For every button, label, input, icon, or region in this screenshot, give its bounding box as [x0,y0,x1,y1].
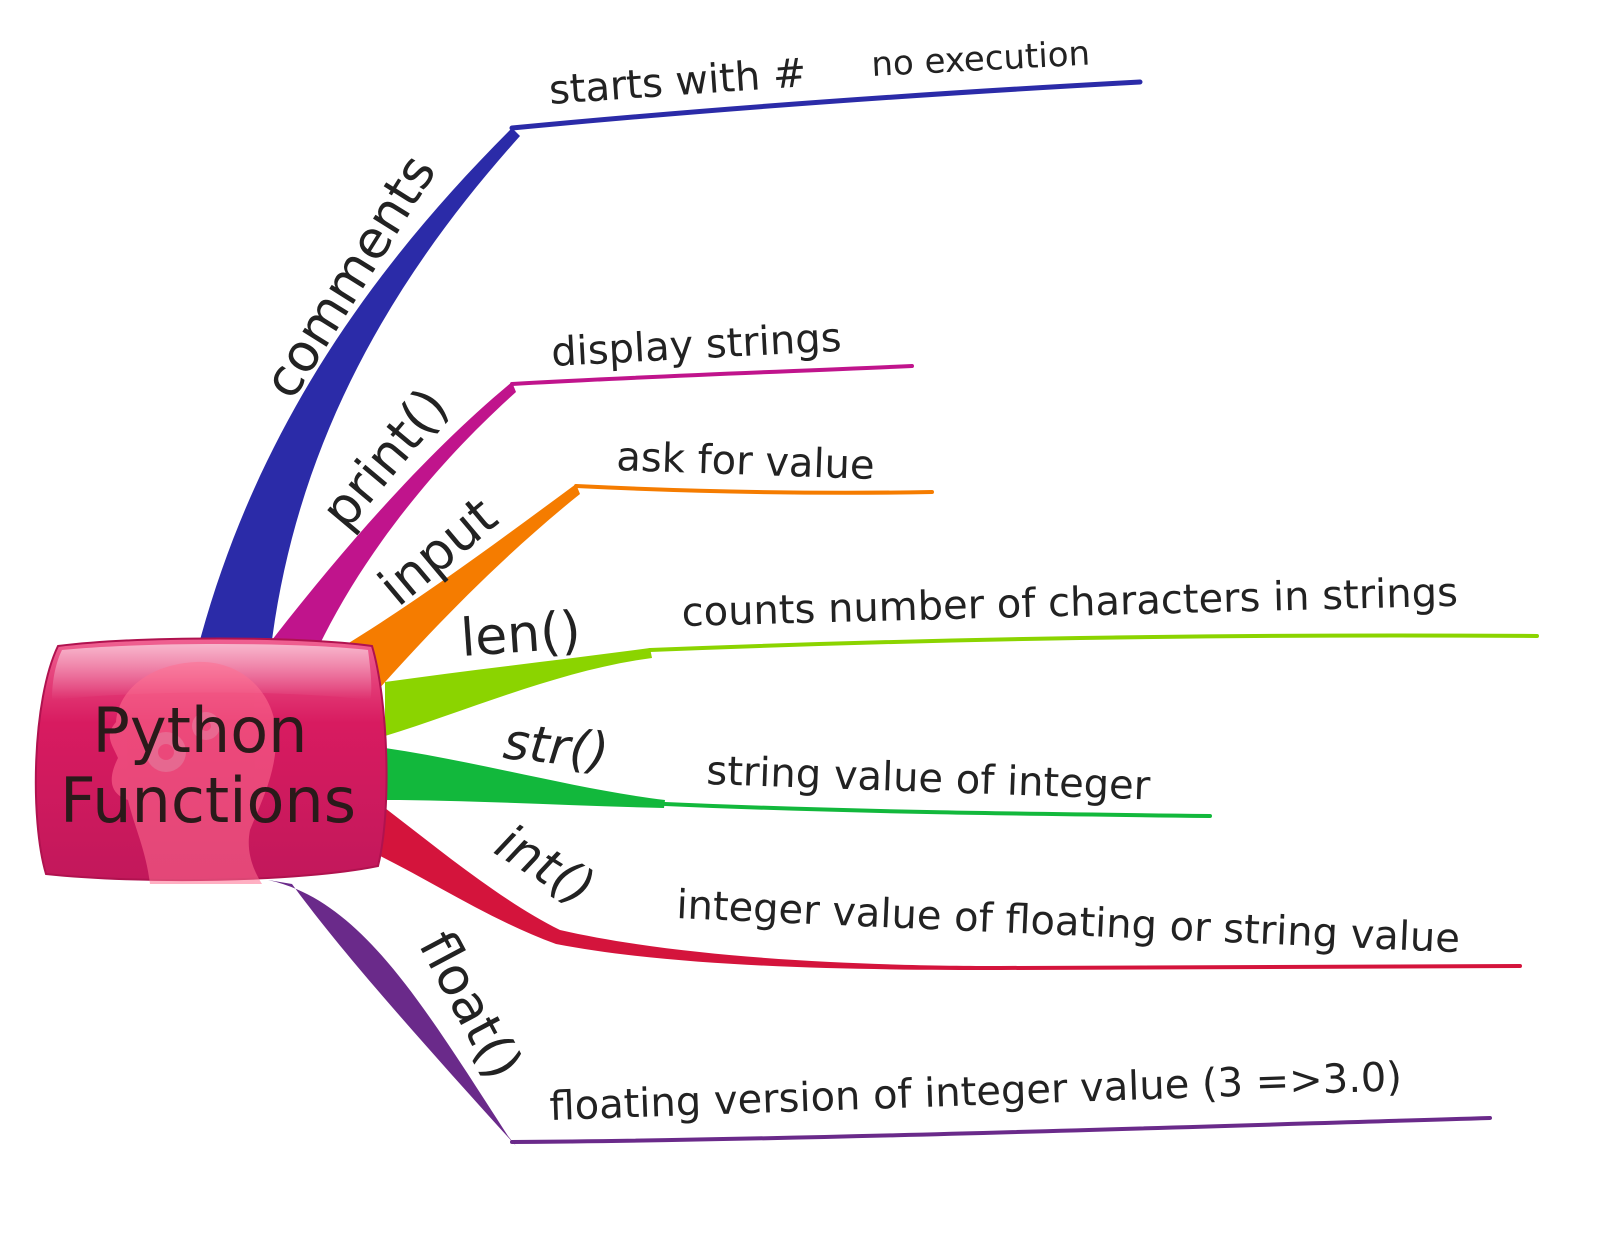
head-with-gears-icon [109,661,277,884]
leaf-comments-no-execution: no execution [870,34,1091,85]
leaf-str-string-value-of-integer: string value of integer [706,748,1152,809]
leaf-float-floating-version: floating version of integer value (3 =>3… [549,1054,1403,1130]
branch-input-line [334,484,580,690]
center-node: Python Functions [34,637,388,884]
leaf-comments-line [509,79,1143,131]
branch-len-line [385,648,652,736]
branch-str-line [385,748,665,808]
leaf-len-counts-characters: counts number of characters in strings [681,570,1458,636]
branch-int-line [372,808,1000,970]
leaf-int-line [998,964,1522,970]
leaf-print-line [510,364,914,386]
leaf-print-display-strings: display strings [550,315,842,376]
branch-label-float: float() [407,922,534,1089]
leaf-int-integer-value: integer value of floating or string valu… [676,882,1461,962]
branch-label-len: len() [459,601,583,669]
center-title-line2: Functions [60,764,356,837]
branch-print-line [272,382,516,648]
leaf-input-ask-for-value: ask for value [616,434,876,489]
center-title-line1: Python [93,694,308,767]
branch-label-str: str() [501,712,612,781]
leaf-float-line [510,1116,1492,1144]
branch-comments-line [200,128,520,640]
leaf-input-line [574,484,934,495]
leaf-str-line [663,802,1212,818]
leaf-len-line [648,633,1539,652]
